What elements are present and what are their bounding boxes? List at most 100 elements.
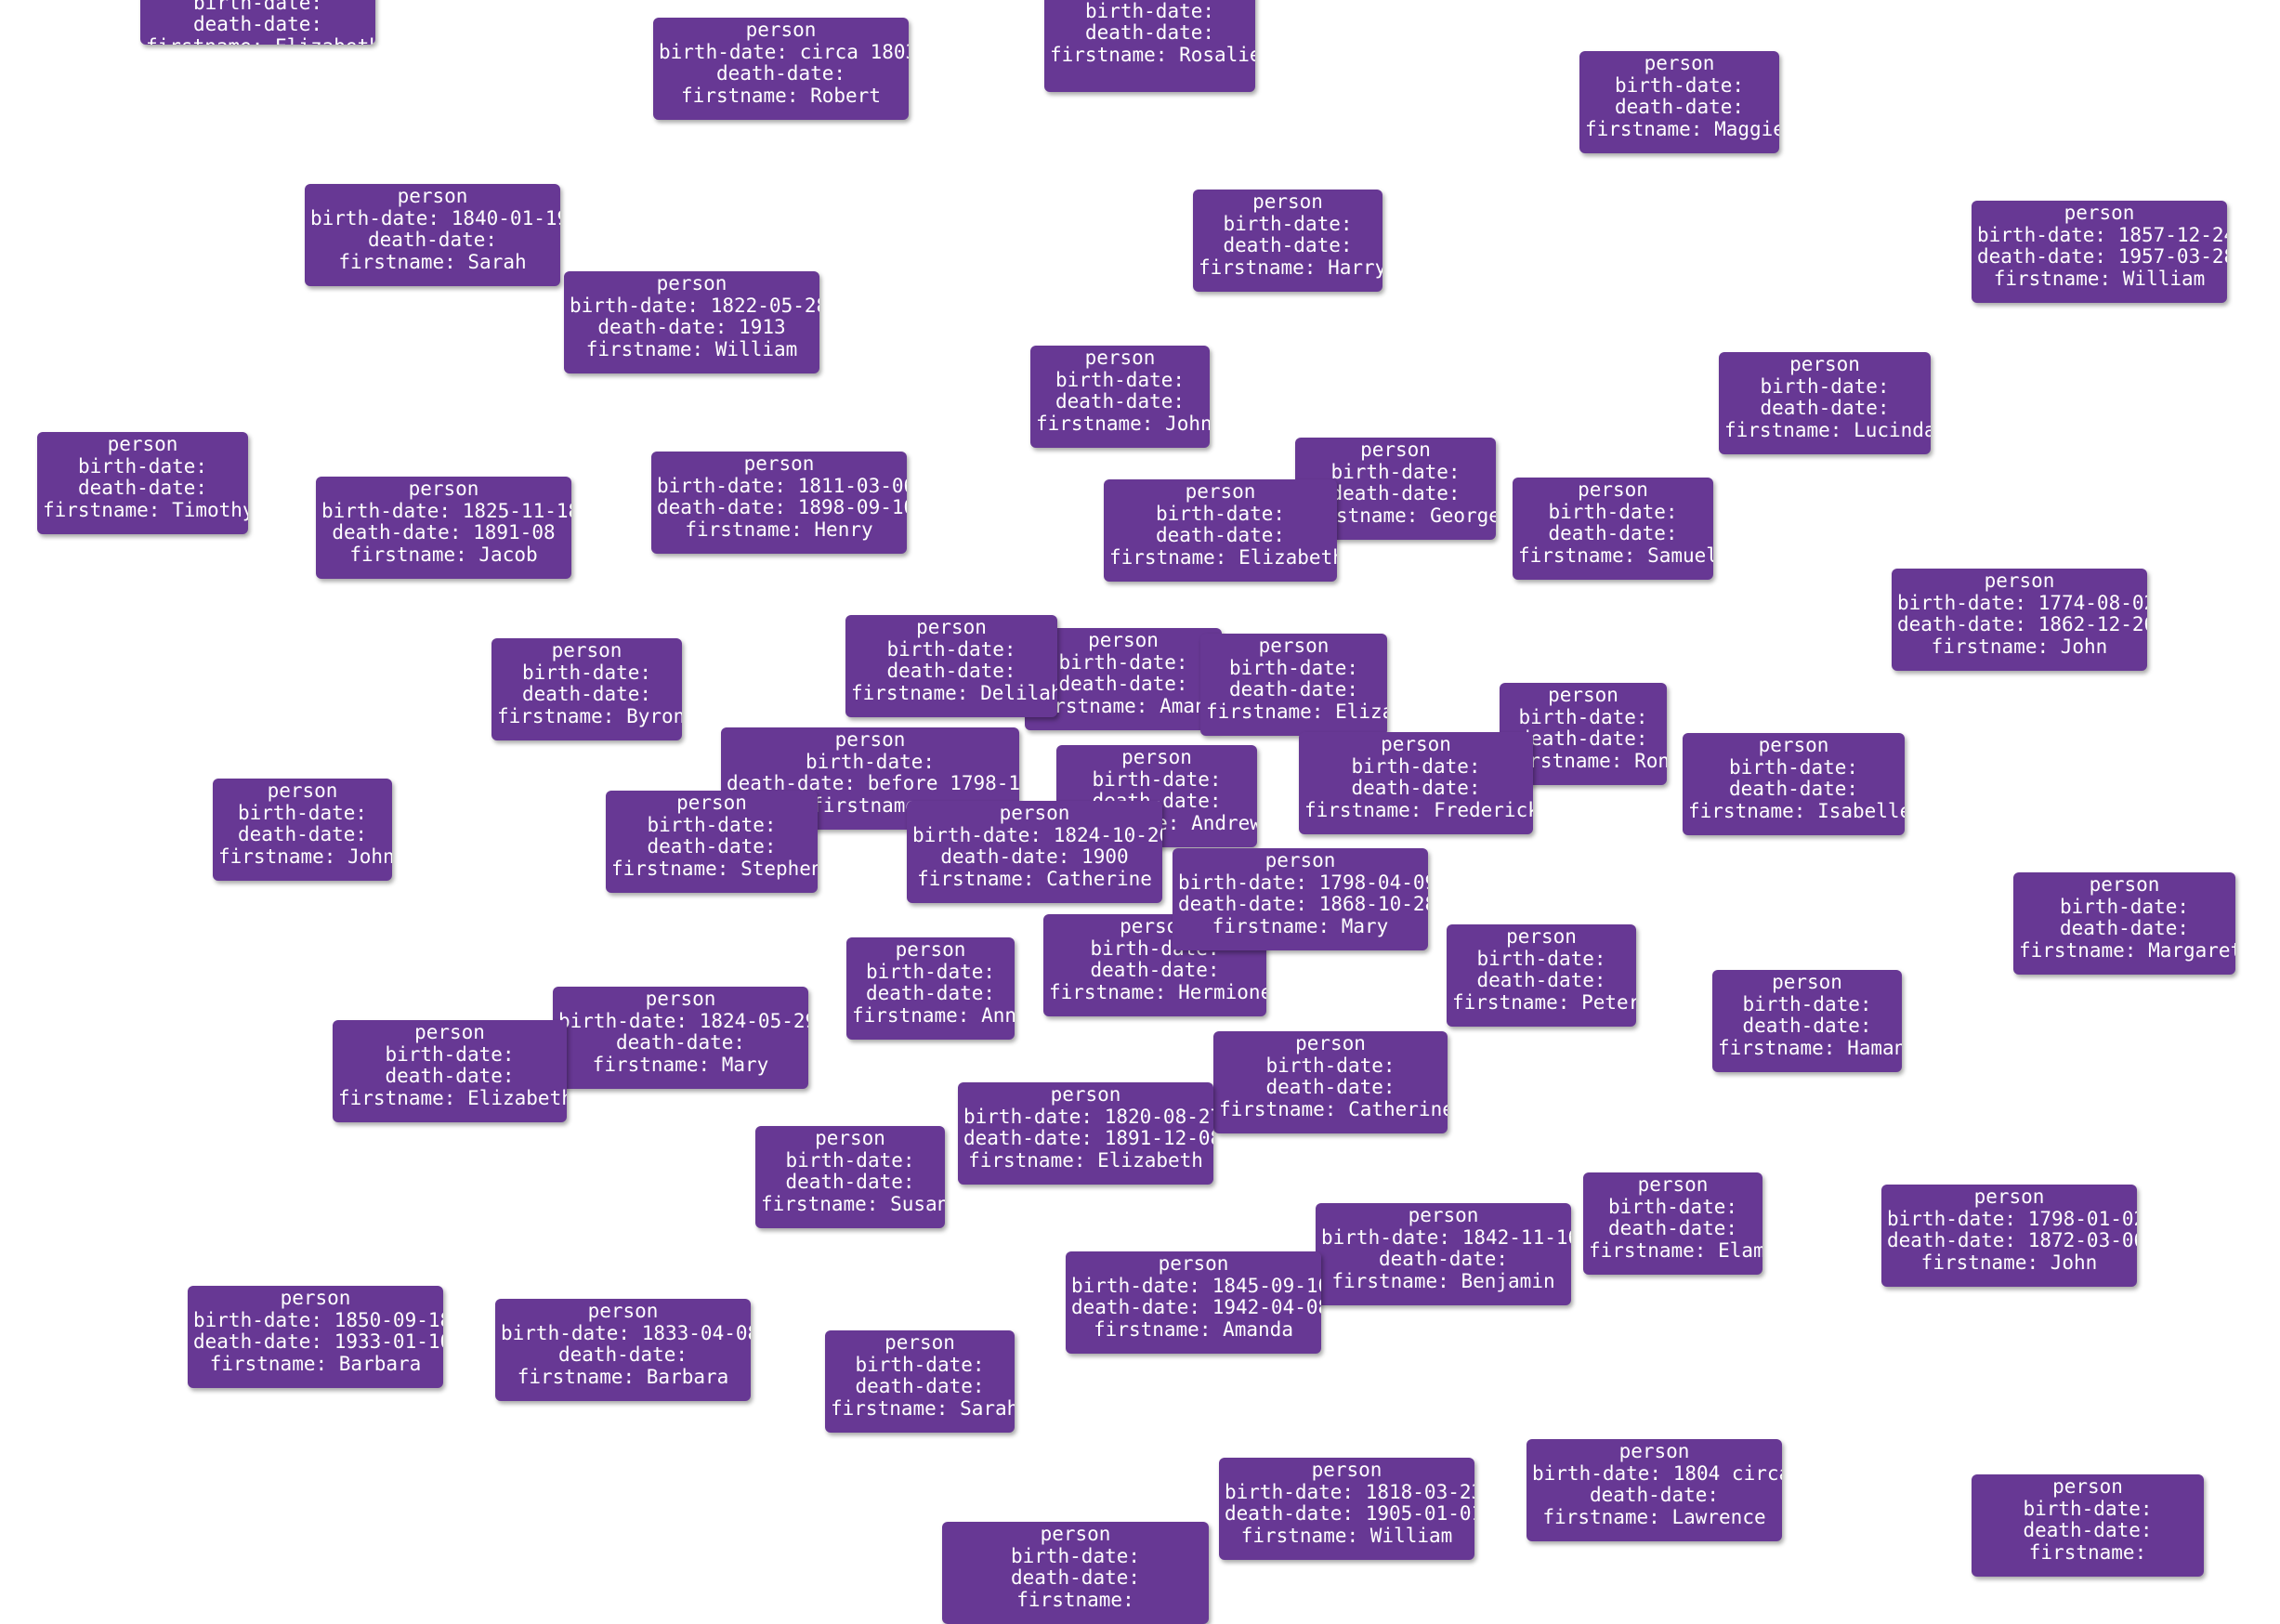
birth-date-line: birth-date:	[886, 637, 1016, 661]
birth-date-line: birth-date:	[1228, 656, 1359, 679]
death-date-line: death-date:	[865, 982, 996, 1004]
death-date-line: death-date:	[1265, 1076, 1396, 1098]
birth-date-line: birth-date: 1811-03-06	[657, 474, 907, 497]
birth-date-line: birth-date:	[785, 1148, 915, 1172]
node-type-label: person	[1578, 478, 1648, 501]
birth-date-line: birth-date:	[77, 454, 208, 478]
node-type-label: person	[656, 272, 727, 295]
death-date-line: death-date: 1957-03-28	[1977, 245, 2227, 268]
death-date-line: death-date:	[192, 13, 323, 35]
firstname-line: firstname: Mary	[592, 1053, 769, 1076]
node-type-label: person	[414, 1021, 485, 1043]
birth-date-line: birth-date: 1798-01-02	[1887, 1207, 2137, 1230]
death-date-line: death-date:	[2059, 917, 2190, 939]
firstname-line: firstname: Elizabeth	[968, 1148, 1203, 1172]
node-type-label: person	[280, 1287, 351, 1309]
firstname-line: firstname: Eliza	[1206, 700, 1387, 723]
node-type-label: person	[1644, 52, 1715, 74]
node-type-label: person	[1758, 734, 1829, 756]
death-date-line: death-date:	[1742, 1015, 1872, 1037]
birth-date-line: birth-date:	[1092, 767, 1222, 791]
firstname-line: firstname: Amanda	[1094, 1317, 1293, 1341]
birth-date-line: birth-date: 1842-11-16	[1321, 1225, 1571, 1249]
firstname-line: firstname: Lucinda	[1724, 418, 1931, 441]
death-date-line: death-date:	[1155, 524, 1286, 546]
death-date-line: death-date:	[1223, 234, 1353, 256]
node-type-label: person	[999, 802, 1070, 824]
firstname-line: firstname: William	[1240, 1524, 1453, 1547]
death-date-line: death-date: 1868-10-28	[1178, 893, 1428, 915]
death-date-line: death-date: 1862-12-26	[1897, 613, 2147, 635]
node-type-label: person	[1984, 570, 2055, 592]
death-date-line: death-date:	[1351, 777, 1481, 799]
birth-date-line: birth-date: 1840-01-19	[310, 206, 560, 229]
death-date-line: death-date:	[1614, 96, 1745, 118]
death-date-line: death-date:	[1090, 959, 1220, 981]
death-date-line: death-date:	[1058, 673, 1188, 695]
death-date-line: death-date:	[1010, 1566, 1141, 1589]
death-date-line: death-date:	[557, 1343, 688, 1366]
node-type-label: person	[2089, 873, 2160, 896]
birth-date-line: birth-date: circa 1803	[659, 40, 909, 63]
node-type-label: person	[1050, 1083, 1121, 1106]
birth-date-line: birth-date:	[1476, 947, 1606, 970]
firstname-line: firstname: Elam	[1589, 1238, 1762, 1262]
firstname-line: firstname: Barbara	[209, 1352, 422, 1375]
firstname-line: firstname:	[811, 793, 929, 817]
birth-date-line: birth-date:	[1223, 212, 1353, 235]
birth-date-line: birth-date:	[1265, 1054, 1396, 1077]
birth-date-line: birth-date:	[1010, 1544, 1141, 1567]
death-date-line: death-date: before 1798-10	[727, 772, 1019, 794]
firstname-line: firstname: Stephen	[611, 857, 818, 880]
birth-date-line: birth-date:	[385, 1042, 515, 1066]
